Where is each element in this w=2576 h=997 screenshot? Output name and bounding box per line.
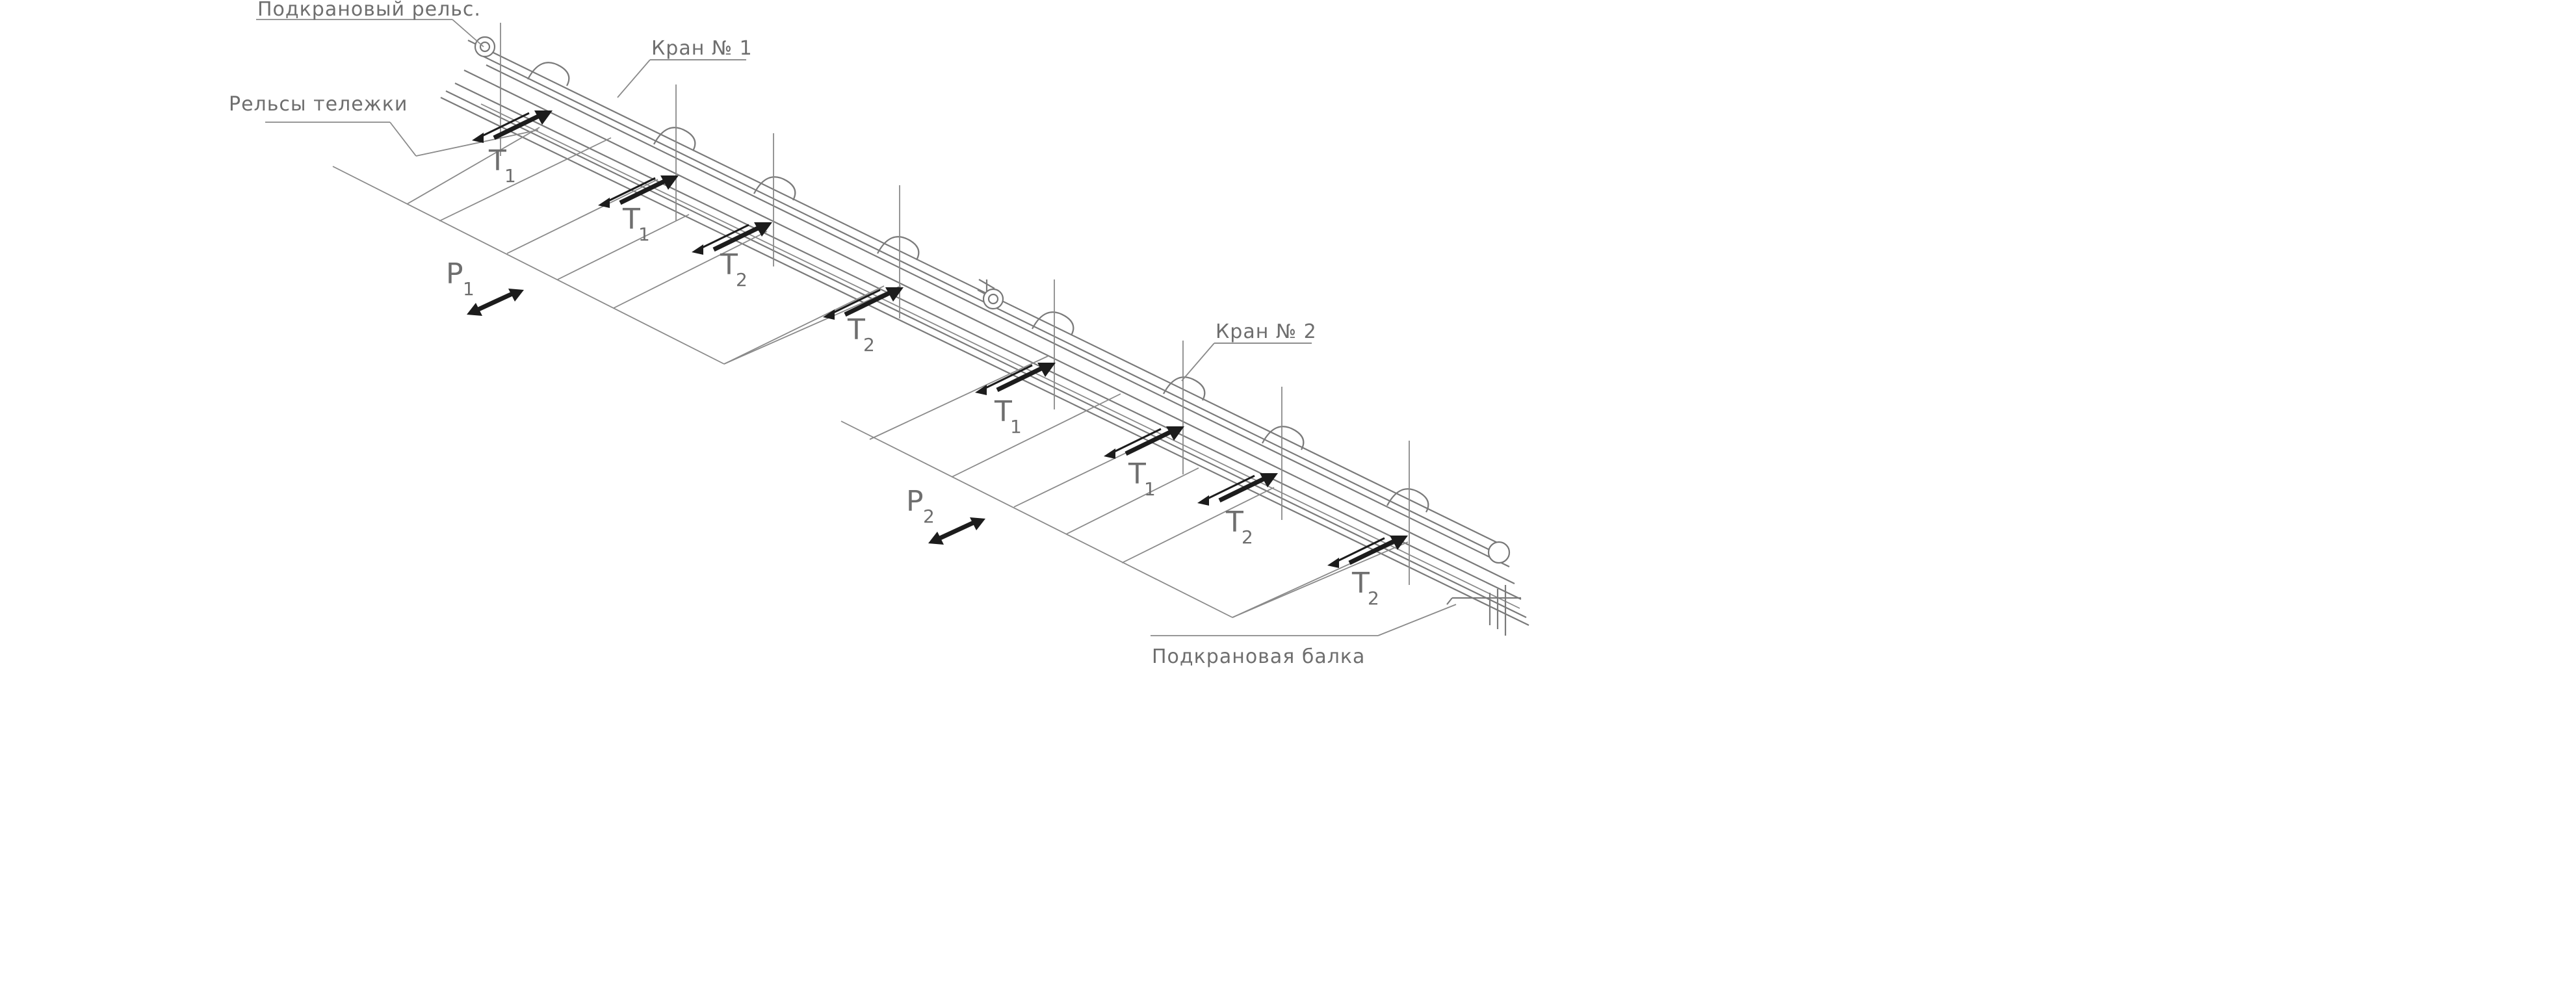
label-crane2: Кран № 2: [1216, 320, 1317, 343]
arrow-p1: [467, 289, 524, 316]
rail-end-right: [1487, 541, 1511, 564]
label-trolley-rails: Рельсы тележки: [229, 93, 408, 116]
subscript-t1-b: 1: [638, 224, 650, 245]
label-crane-rail: Подкрановый рельс.: [257, 0, 481, 21]
subscript-p2: 2: [923, 506, 935, 527]
label-crane1: Кран № 1: [651, 37, 753, 60]
subscript-t2-b: 2: [863, 334, 875, 356]
symbol-t2-b: T: [847, 313, 865, 346]
subscript-t2-a: 2: [736, 269, 748, 291]
subscript-t2-d: 2: [1368, 588, 1379, 609]
subscript-t2-c: 2: [1242, 526, 1253, 548]
label-crane-beam: Подкрановая балка: [1152, 645, 1365, 668]
symbol-t2-d: T: [1351, 567, 1370, 600]
subscript-t1-a: 1: [504, 165, 516, 187]
arrow-p2: [928, 517, 985, 545]
symbol-p2: P: [906, 485, 924, 518]
symbol-t1-a: T: [488, 144, 506, 177]
arrow-t2-crane1-a: [692, 222, 772, 255]
subscript-t1-c: 1: [1010, 416, 1022, 437]
symbol-t1-b: T: [622, 203, 640, 236]
text-labels: Подкрановый рельс. Кран № 1 Рельсы тележ…: [229, 0, 1379, 668]
arrow-t1-crane1-b: [598, 175, 679, 208]
symbol-p1: P: [446, 257, 463, 291]
symbol-t1-c: T: [994, 395, 1012, 428]
symbol-t1-d: T: [1128, 458, 1146, 491]
crane-beam-assembly: [440, 36, 1529, 636]
arrow-t1-crane2-a: [975, 363, 1056, 395]
symbol-t2-c: T: [1225, 506, 1243, 539]
subscript-t1-d: 1: [1144, 478, 1156, 500]
arrow-t1-crane1-a: [472, 110, 553, 143]
arrow-t1-crane2-b: [1104, 426, 1184, 459]
arrow-t2-crane1-b: [823, 287, 904, 320]
arrow-t2-crane2-a: [1197, 473, 1278, 506]
crane2-plane: [840, 356, 1409, 618]
wheel-housings: [500, 23, 1429, 585]
subscript-p1: 1: [463, 278, 475, 300]
force-arrows: [467, 110, 1408, 568]
arrow-t2-crane2-b: [1327, 536, 1408, 568]
symbol-t2-a: T: [720, 248, 738, 281]
crane1-plane: [265, 122, 902, 365]
